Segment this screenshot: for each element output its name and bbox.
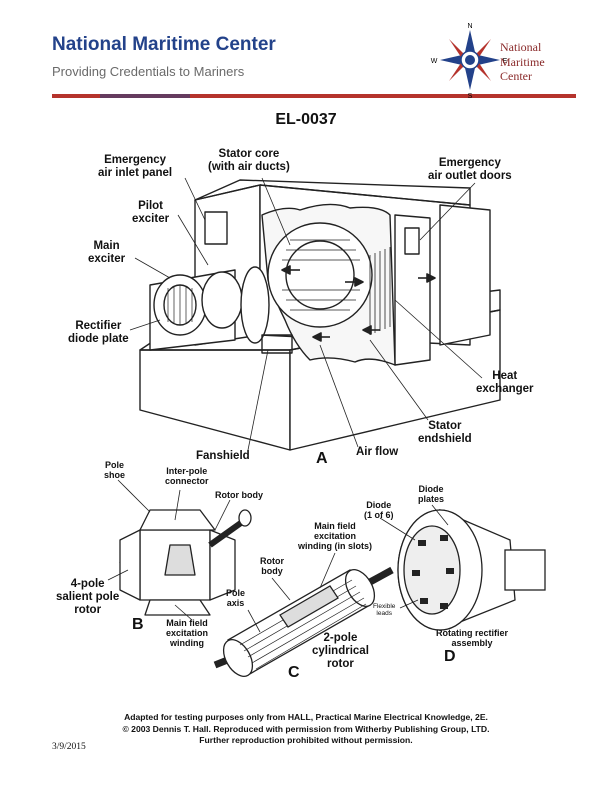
label-emergency-outlet: Emergency air outlet doors — [428, 157, 512, 182]
cylindrical-rotor-drawing — [213, 566, 394, 677]
label-pilot-exciter: Pilot exciter — [132, 200, 170, 225]
rotating-rectifier-drawing — [397, 509, 546, 631]
label-emergency-inlet: Emergency air inlet panel — [98, 154, 173, 179]
nmc-compass-logo: N W E S — [431, 23, 508, 100]
label-rotor-body-c: Rotor body — [260, 556, 284, 576]
document-id: EL-0037 — [275, 111, 337, 128]
label-diode-1-of-6: Diode (1 of 6) — [364, 500, 394, 520]
figure-a-leader-lines — [129, 177, 483, 451]
label-four-pole-rotor: 4-pole salient pole rotor — [56, 578, 120, 616]
label-main-exciter: Main exciter — [88, 240, 126, 265]
header-title: National Maritime Center — [52, 34, 276, 55]
label-main-field-slots: Main field excitation winding (in slots) — [298, 521, 372, 551]
label-pole-axis: Pole axis — [226, 588, 246, 608]
label-pole-shoe: Pole shoe — [104, 460, 126, 480]
footer-line-3: Further reproduction prohibited without … — [199, 735, 413, 745]
label-rotor-body-b: Rotor body — [215, 490, 263, 500]
header-divider — [52, 94, 576, 98]
figure-letter-b: B — [132, 616, 144, 633]
label-air-flow: Air flow — [356, 446, 399, 458]
header-subtitle: Providing Credentials to Mariners — [52, 64, 245, 79]
label-stator-core: Stator core (with air ducts) — [208, 148, 290, 173]
logo-line-1: National — [500, 40, 542, 54]
attribution-footer: Adapted for testing purposes only from H… — [0, 712, 612, 747]
compass-s: S — [468, 93, 473, 100]
footer-line-1: Adapted for testing purposes only from H… — [124, 712, 488, 722]
footer-line-2: © 2003 Dennis T. Hall. Reproduced with p… — [122, 723, 490, 734]
label-main-field-winding: Main field excitation winding — [166, 618, 209, 648]
compass-e: E — [503, 58, 508, 65]
document-date: 3/9/2015 — [52, 742, 86, 752]
generator-cutaway-drawing — [139, 179, 501, 451]
label-diode-plates: Diode plates — [418, 484, 445, 504]
figure-letter-a: A — [316, 450, 328, 467]
label-flexible-leads: Flexible leads — [373, 603, 396, 617]
label-heat-exchanger: Heat exchanger — [476, 370, 534, 395]
label-interpole-connector: Inter-pole connector — [165, 466, 209, 486]
compass-w: W — [431, 58, 438, 65]
figure-c-leader-lines — [247, 552, 336, 633]
logo-line-3: Center — [500, 69, 532, 83]
salient-pole-rotor-drawing — [119, 509, 252, 616]
figure-letter-d: D — [444, 648, 456, 665]
label-stator-endshield: Stator endshield — [418, 420, 472, 445]
logo-line-2: Maritime — [500, 54, 545, 69]
figure-letter-c: C — [288, 664, 300, 681]
compass-n: N — [467, 23, 472, 30]
figure-d-leader-lines — [379, 504, 449, 609]
label-two-pole-rotor: 2-pole cylindrical rotor — [312, 632, 369, 670]
figure-b-leader-lines — [107, 479, 231, 621]
label-rotating-rectifier: Rotating rectifier assembly — [436, 628, 509, 648]
label-rectifier-diode-plate: Rectifier diode plate — [68, 320, 129, 345]
logo-wordmark: National Maritime Center — [500, 40, 545, 84]
header-divider-accent — [100, 94, 190, 98]
label-fanshield: Fanshield — [196, 450, 250, 462]
